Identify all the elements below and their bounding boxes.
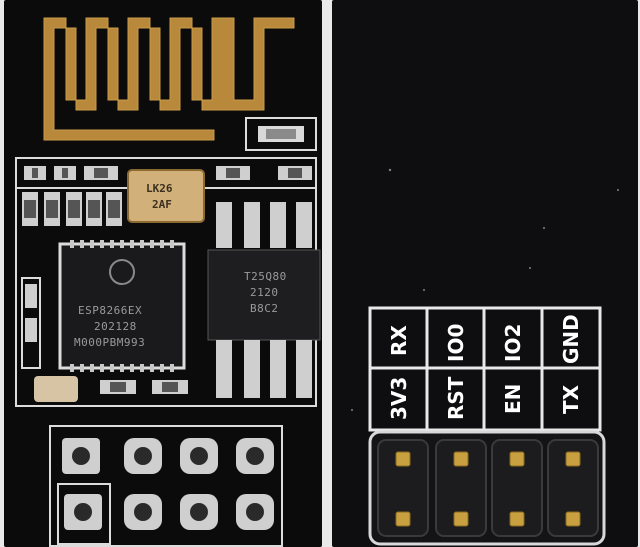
module-back-drawing: RX IO0 IO2 GND 3V3 RST EN TX	[351, 168, 619, 546]
pin-label-tx: TX	[559, 384, 583, 414]
pin-label-gnd: GND	[559, 314, 583, 364]
led	[245, 117, 317, 151]
pin-label-en: EN	[501, 384, 525, 414]
module-back-photo: RX IO0 IO2 GND 3V3 RST EN TX	[332, 0, 638, 547]
crystal-marking-line2: 2AF	[152, 198, 172, 211]
flash-marking-line1: T25Q80	[244, 270, 287, 283]
pin-label-3v3: 3V3	[387, 377, 411, 420]
pcb-antenna-trace	[43, 17, 295, 141]
pin-label-io2: IO2	[501, 324, 525, 362]
smd-passives-left	[21, 192, 122, 369]
surface-specks	[351, 168, 619, 411]
pin-label-rx: RX	[387, 325, 411, 356]
pin-label-rst: RST	[444, 376, 468, 420]
module-front-drawing: LK26 2AF ESP8266EX 202128 M000PBM993	[15, 17, 321, 547]
pin-labels-bottom-row: 3V3 RST EN TX	[387, 376, 583, 420]
module-front-photo: LK26 2AF ESP8266EX 202128 M000PBM993	[4, 0, 322, 547]
header-through-holes	[49, 425, 283, 547]
chip-marking-line1: ESP8266EX	[78, 304, 142, 317]
pin-label-grid	[368, 306, 602, 432]
flash-marking-line2: 2120	[250, 286, 279, 299]
chip-marking-line2: 202128	[94, 320, 137, 333]
flash-memory-chip: T25Q80 2120 B8C2	[207, 202, 321, 398]
chip-marking-line3: M000PBM993	[74, 336, 145, 349]
smd-passives-bottom	[34, 376, 188, 402]
pin-label-io0: IO0	[444, 324, 468, 362]
smd-passives-top	[24, 166, 312, 180]
crystal-oscillator: LK26 2AF	[127, 169, 205, 223]
crystal-marking-line1: LK26	[146, 182, 173, 195]
pin-labels-top-row: RX IO0 IO2 GND	[387, 314, 583, 364]
pin-header	[368, 430, 606, 546]
flash-marking-line3: B8C2	[250, 302, 279, 315]
esp8266-chip: ESP8266EX 202128 M000PBM993	[58, 240, 186, 372]
